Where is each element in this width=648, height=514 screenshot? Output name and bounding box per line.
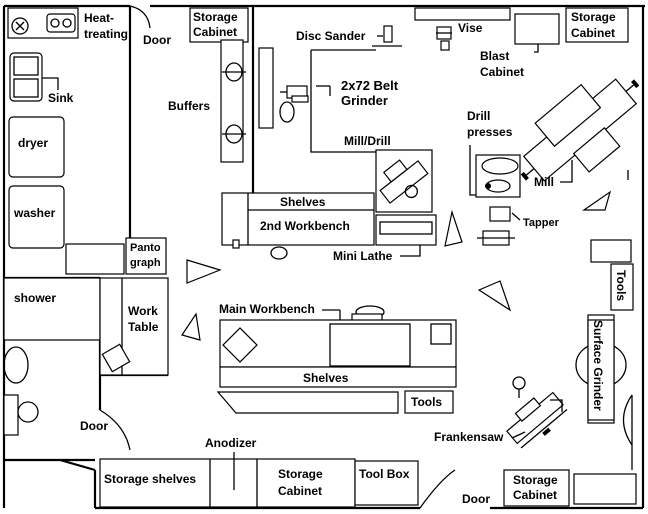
- svg-text:Cabinet: Cabinet: [278, 484, 322, 498]
- buffers: Buffers: [168, 39, 274, 163]
- belt-grinder: 2x72 Belt Grinder: [279, 78, 399, 123]
- svg-text:Storage shelves: Storage shelves: [104, 472, 196, 486]
- svg-text:Shelves: Shelves: [303, 371, 349, 385]
- svg-text:Surface Grinder: Surface Grinder: [591, 320, 605, 411]
- second-workbench: Shelves 2nd Workbench: [221, 192, 375, 260]
- svg-text:Table: Table: [128, 320, 159, 334]
- svg-text:shower: shower: [14, 291, 56, 305]
- disc-sander: Disc Sander: [296, 25, 402, 47]
- svg-text:graph: graph: [130, 257, 161, 269]
- svg-text:Blast: Blast: [480, 49, 509, 63]
- dryer: dryer: [8, 116, 65, 178]
- toilet: [3, 346, 39, 436]
- svg-text:Cabinet: Cabinet: [571, 26, 615, 40]
- door-label-left: Door: [80, 419, 108, 433]
- tools-cabinet-right: Tools: [590, 239, 634, 311]
- svg-text:Mini Lathe: Mini Lathe: [333, 249, 393, 263]
- heat-treating-label: Heat-: [84, 11, 114, 25]
- svg-text:Disc Sander: Disc Sander: [296, 29, 366, 43]
- svg-text:Grinder: Grinder: [341, 93, 388, 108]
- svg-text:Shelves: Shelves: [280, 195, 326, 209]
- svg-text:Cabinet: Cabinet: [513, 488, 557, 502]
- svg-text:Cabinet: Cabinet: [480, 65, 524, 79]
- svg-text:2x72 Belt: 2x72 Belt: [341, 78, 399, 93]
- buffers-label: Buffers: [168, 99, 210, 113]
- work-table: Work Table: [99, 277, 169, 376]
- heat-treating-label-line2: treating: [84, 27, 128, 41]
- svg-text:washer: washer: [13, 206, 56, 220]
- surface-grinder: Surface Grinder: [575, 314, 627, 424]
- mini-lathe: Mini Lathe: [333, 214, 437, 263]
- svg-text:presses: presses: [467, 125, 513, 139]
- svg-text:Tools: Tools: [614, 270, 628, 301]
- mill: Mill: [520, 78, 640, 189]
- svg-text:Tool Box: Tool Box: [359, 467, 410, 481]
- svg-text:Cabinet: Cabinet: [193, 25, 237, 39]
- door-swing-arcs: [99, 5, 633, 509]
- storage-cabinet-top-left: Storage Cabinet: [189, 7, 249, 43]
- drill-presses: Drill presses Tapper: [467, 109, 560, 246]
- sink-label: Sink: [48, 91, 74, 105]
- floor-markers: [181, 190, 612, 341]
- vise: Vise: [414, 7, 511, 51]
- pantograph: Panto graph: [65, 237, 167, 275]
- svg-text:Work: Work: [128, 304, 158, 318]
- svg-text:dryer: dryer: [18, 136, 48, 150]
- main-workbench: Main Workbench Shelves Tools: [216, 302, 457, 414]
- sink: Sink: [9, 52, 74, 105]
- blast-cabinet: Blast Cabinet: [480, 13, 560, 79]
- washer: washer: [8, 185, 65, 249]
- svg-text:Frankensaw: Frankensaw: [434, 430, 504, 444]
- svg-text:Vise: Vise: [458, 21, 483, 35]
- svg-text:Tools: Tools: [411, 395, 442, 409]
- storage-shelves: Anodizer Storage shelves Storage Cabinet…: [99, 436, 419, 508]
- frankensaw: Frankensaw: [434, 376, 568, 449]
- mill-drill: Mill/Drill: [344, 134, 433, 213]
- mill-drill-partition: [310, 49, 376, 153]
- svg-text:Tapper: Tapper: [523, 217, 560, 229]
- storage-cabinet-top-right: Storage Cabinet: [565, 7, 629, 43]
- svg-text:Storage: Storage: [571, 10, 616, 24]
- svg-text:Storage: Storage: [193, 10, 238, 24]
- door-label-bottom: Door: [462, 492, 490, 506]
- svg-text:Panto: Panto: [130, 242, 161, 254]
- storage-cabinet-bottom-right: Storage Cabinet: [503, 469, 637, 507]
- door-label-top: Door: [143, 33, 171, 47]
- svg-text:Drill: Drill: [467, 109, 490, 123]
- svg-text:Mill: Mill: [534, 175, 554, 189]
- svg-text:Main Workbench: Main Workbench: [219, 302, 315, 316]
- svg-text:Mill/Drill: Mill/Drill: [344, 134, 391, 148]
- anodizer-label: Anodizer: [205, 436, 257, 450]
- svg-text:2nd Workbench: 2nd Workbench: [260, 219, 350, 233]
- heat-treating-station: Heat- treating: [7, 7, 128, 41]
- svg-text:Storage: Storage: [278, 467, 323, 481]
- svg-text:Storage: Storage: [513, 473, 558, 487]
- shower: shower: [3, 277, 101, 341]
